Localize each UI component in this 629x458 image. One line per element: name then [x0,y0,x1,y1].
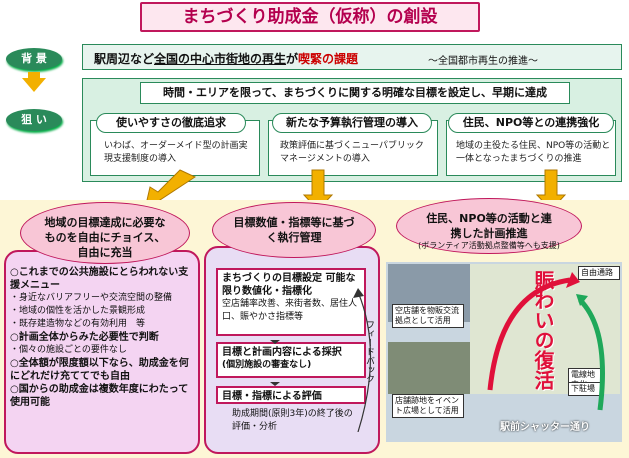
right-oval-main: 住民、NPO等の活動と連携した計画推進 [426,212,552,240]
background-box [82,44,622,70]
background-prefix: 駅周辺など [94,52,155,66]
left-item-2: ○計画全体からみた必要性で判断 [10,332,159,343]
left-item-3: ○全体額が限度額以下なら、助成金を何にどれだけ充ててでも自由 [10,358,189,382]
label-venue: 店舗跡地をイベント広場として活用 [392,394,464,418]
label-shutter: 駅前シャッター通り [500,422,590,433]
middle-oval: 目標数値・指標等に基づく執行管理 [212,202,376,258]
red-arrow-icon [566,272,580,288]
background-statement: 駅周辺など全国の中心市街地の再生が喫緊の課題 [94,50,358,67]
middle-box-1-body: 空店舗率改善、来街者数、居住人口、賑やかさ指標等 [222,299,358,322]
middle-oval-text: 目標数値・指標等に基づく執行管理 [233,216,355,244]
left-card [4,250,200,454]
aim-body-1: いわば、オーダーメイド型の計画実現支援制度の導入 [104,141,248,164]
aim-body-2: 政策評価に基づくニューパブリックマネージメントの導入 [280,141,424,164]
feedback-loop [270,288,372,432]
aim-label: 狙 い [6,109,62,131]
background-note: ～全国都市再生の推進～ [428,56,538,67]
left-oval: 地域の目標達成に必要なものを自由にチョイス、自由に充当 [20,202,190,264]
left-oval-text: 地域の目標達成に必要なものを自由にチョイス、自由に充当 [44,216,166,259]
left-item-4: ○国からの助成金は複数年度にわたって使用可能 [10,384,189,408]
right-oval: 住民、NPO等の活動と連携した計画推進 (ボランティア活動拠点整備等へも支援) [396,198,582,254]
middle-box-1: まちづくりの目標設定 可能な限り数値化・指標化 空店舗率改善、来街者数、居住人口… [216,268,366,336]
middle-box-3-body: 助成期間(原則3年)の終了後の評価・分析 [232,409,353,432]
background-underlined: 全国の中心市街地の再生 [154,52,287,66]
aim-heading-2: 新たな予算執行管理の導入 [272,113,432,133]
middle-box-2-title: 目標と計画内容による採択 [222,347,342,358]
label-parking: 自由通路 [578,266,620,280]
left-item-1-sub-2: ・地域の個性を活かした景観形成 [10,306,146,316]
aim-heading-1: 使いやすさの徹底追求 [96,113,246,133]
left-item-1-sub-3: ・既存建造物などの有効利用 等 [10,319,146,329]
right-oval-sub: (ボランティア活動拠点整備等へも支援) [418,241,560,250]
feedback-label: フィードバック [364,320,374,383]
left-list: ○これまでの公共施設にとらわれない支援メニュー ・身近なバリアフリーや交流空間の… [10,266,196,409]
middle-box-2-note: (個別施設の審査なし) [222,360,312,370]
page-title: まちづくり助成金（仮称）の創設 [140,2,480,32]
aim-title: 時間・エリアを限って、まちづくりに関する明確な目標を設定し、早期に達成 [140,82,570,104]
middle-box-1-title: まちづくりの目標設定 可能な限り数値化・指標化 [222,273,356,297]
aim-body-3: 地域の主役たる住民、NPO等の活動と一体となったまちづくりの推進 [456,141,611,164]
background-red: 喫緊の課題 [298,52,359,66]
left-item-2-sub-1: ・個々の施設ごとの要件なし [10,345,127,355]
revival-arrows [487,272,605,411]
green-arrow-icon [576,294,588,306]
down-arrow-small-1-icon [270,340,280,344]
left-item-1-sub-1: ・身近なバリアフリーや交流空間の整備 [10,293,173,303]
down-arrow-stem [28,72,40,80]
background-label: 背 景 [6,48,62,70]
left-item-1: ○これまでの公共施設にとらわれない支援メニュー [10,267,189,291]
feedback-arrow-icon [353,288,364,298]
middle-box-3: 目標・指標による評価 [216,386,366,404]
background-suffix: が [286,52,299,66]
photo-plaza [388,342,470,394]
down-arrow-small-2-icon [270,382,280,386]
aim-heading-3: 住民、NPO等との連携強化 [448,113,614,133]
label-shops: 空店舗を物販交流拠点として活用 [392,304,464,328]
label-downtown: 下駐場 [568,382,604,396]
middle-box-2: 目標と計画内容による採択 (個別施設の審査なし) [216,342,366,378]
down-arrow-icon [22,78,46,92]
